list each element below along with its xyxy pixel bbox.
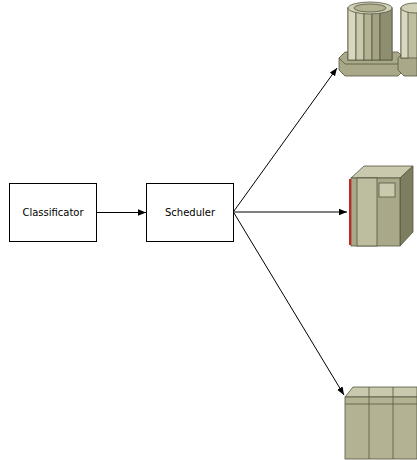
process-box: Classificator — [9, 183, 97, 242]
flow-arrow — [97, 212, 146, 213]
dispatch-arrows — [234, 68, 347, 395]
dispatch-arrow — [234, 212, 347, 213]
dispatch-arrow — [234, 213, 344, 395]
cluster-icon — [339, 2, 417, 76]
box-label: Scheduler — [165, 207, 215, 218]
process-box: Scheduler — [146, 183, 234, 242]
box-label: Classificator — [22, 207, 83, 218]
server-icon — [350, 166, 413, 246]
rack-icon — [345, 387, 417, 459]
dispatch-arrow — [234, 68, 337, 211]
